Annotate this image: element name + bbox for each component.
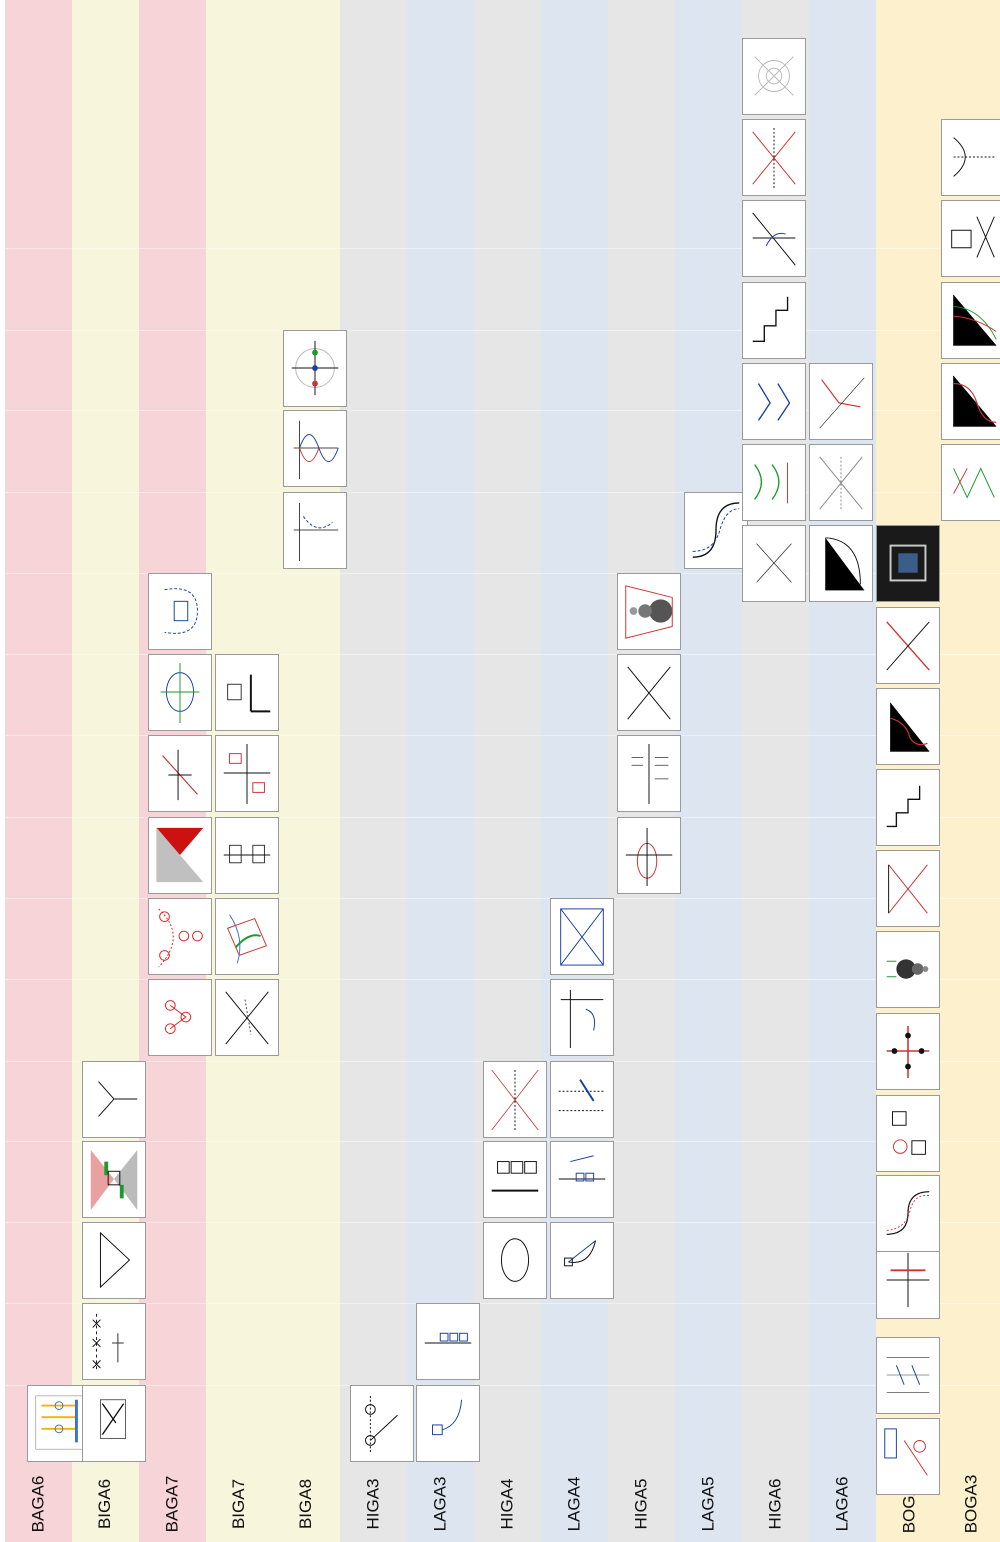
slide-thumbnail[interactable]	[550, 979, 614, 1056]
slide-thumbnail[interactable]	[876, 1013, 940, 1090]
column-label: HIGA5	[608, 1466, 675, 1542]
column-label: LAGA5	[675, 1466, 742, 1542]
slide-thumbnail[interactable]	[876, 1242, 940, 1319]
column-label: HIGA6	[742, 1466, 809, 1542]
column-laga6: LAGA6	[809, 0, 876, 1542]
slide-thumbnail[interactable]	[82, 1303, 146, 1380]
slide-thumbnail[interactable]	[82, 1061, 146, 1138]
slide-thumbnail[interactable]	[742, 444, 806, 521]
slide-thumbnail[interactable]	[283, 410, 347, 487]
slide-thumbnail[interactable]	[876, 1095, 940, 1172]
slide-thumbnail[interactable]	[876, 1337, 940, 1414]
slide-thumbnail[interactable]	[82, 1222, 146, 1299]
slide-thumbnail[interactable]	[941, 363, 1000, 440]
slide-thumbnail[interactable]	[215, 898, 279, 975]
column-label: BIGA8	[273, 1466, 340, 1542]
slide-thumbnail[interactable]	[416, 1385, 480, 1462]
slide-thumbnail[interactable]	[941, 200, 1000, 277]
slide-thumbnail[interactable]	[483, 1222, 547, 1299]
slide-thumbnail[interactable]	[617, 735, 681, 812]
slide-thumbnail[interactable]	[876, 850, 940, 927]
column-label: BAGA7	[139, 1466, 206, 1542]
column-label: BAGA6	[5, 1466, 72, 1542]
slide-thumbnail[interactable]	[215, 735, 279, 812]
column-higa3: HIGA3	[340, 0, 407, 1542]
slide-thumbnail[interactable]	[941, 119, 1000, 196]
slide-thumbnail[interactable]	[148, 573, 212, 650]
slide-thumbnail[interactable]	[215, 817, 279, 894]
slide-thumbnail[interactable]	[550, 898, 614, 975]
slide-thumbnail[interactable]	[876, 931, 940, 1008]
slide-thumbnail[interactable]	[809, 525, 873, 602]
slide-thumbnail[interactable]	[483, 1141, 547, 1218]
slide-thumbnail[interactable]	[350, 1385, 414, 1462]
column-label: LAGA3	[407, 1466, 474, 1542]
slide-thumbnail[interactable]	[617, 654, 681, 731]
slide-thumbnail[interactable]	[941, 444, 1000, 521]
slide-thumbnail[interactable]	[876, 1418, 940, 1495]
column-label: HIGA3	[340, 1466, 407, 1542]
column-label: LAGA6	[809, 1466, 876, 1542]
column-biga8: BIGA8	[273, 0, 340, 1542]
slide-thumbnail[interactable]	[742, 38, 806, 115]
slide-thumbnail[interactable]	[483, 1061, 547, 1138]
slide-thumbnail[interactable]	[876, 1175, 940, 1252]
slide-thumbnail[interactable]	[550, 1141, 614, 1218]
slide-thumbnail[interactable]	[617, 817, 681, 894]
slide-thumbnail[interactable]	[742, 200, 806, 277]
slide-thumbnail[interactable]	[617, 573, 681, 650]
slide-thumbnail[interactable]	[148, 654, 212, 731]
column-baga6: BAGA6	[5, 0, 72, 1542]
column-higa4: HIGA4	[474, 0, 541, 1542]
slide-thumbnail[interactable]	[876, 769, 940, 846]
column-label: HIGA4	[474, 1466, 541, 1542]
slide-thumbnail[interactable]	[550, 1222, 614, 1299]
slide-thumbnail[interactable]	[416, 1303, 480, 1380]
slide-thumbnail[interactable]	[82, 1141, 146, 1218]
slide-thumbnail[interactable]	[283, 492, 347, 569]
slide-thumbnail[interactable]	[876, 525, 940, 602]
slide-thumbnail[interactable]	[82, 1385, 146, 1462]
slide-thumbnail[interactable]	[550, 1061, 614, 1138]
slide-thumbnail[interactable]	[148, 817, 212, 894]
slide-thumbnail[interactable]	[148, 735, 212, 812]
slide-thumbnail[interactable]	[742, 525, 806, 602]
column-label: LAGA4	[541, 1466, 608, 1542]
slide-thumbnail[interactable]	[742, 282, 806, 359]
slide-thumbnail[interactable]	[215, 979, 279, 1056]
column-label: BIGA7	[206, 1466, 273, 1542]
slide-thumbnail[interactable]	[148, 979, 212, 1056]
column-laga5: LAGA5	[675, 0, 742, 1542]
slide-thumbnail[interactable]	[742, 363, 806, 440]
slide-thumbnail[interactable]	[283, 330, 347, 407]
slide-thumbnail[interactable]	[876, 688, 940, 765]
slide-thumbnail[interactable]	[215, 654, 279, 731]
slide-thumbnail[interactable]	[809, 363, 873, 440]
column-laga4: LAGA4	[541, 0, 608, 1542]
column-label: BOGA3	[943, 1466, 1000, 1542]
slide-thumbnail[interactable]	[876, 607, 940, 684]
slide-thumbnail[interactable]	[684, 492, 748, 569]
column-label: BIGA6	[72, 1466, 139, 1542]
slide-thumbnail[interactable]	[941, 282, 1000, 359]
slide-thumbnail[interactable]	[742, 119, 806, 196]
slide-thumbnail[interactable]	[148, 898, 212, 975]
slide-thumbnail[interactable]	[809, 444, 873, 521]
